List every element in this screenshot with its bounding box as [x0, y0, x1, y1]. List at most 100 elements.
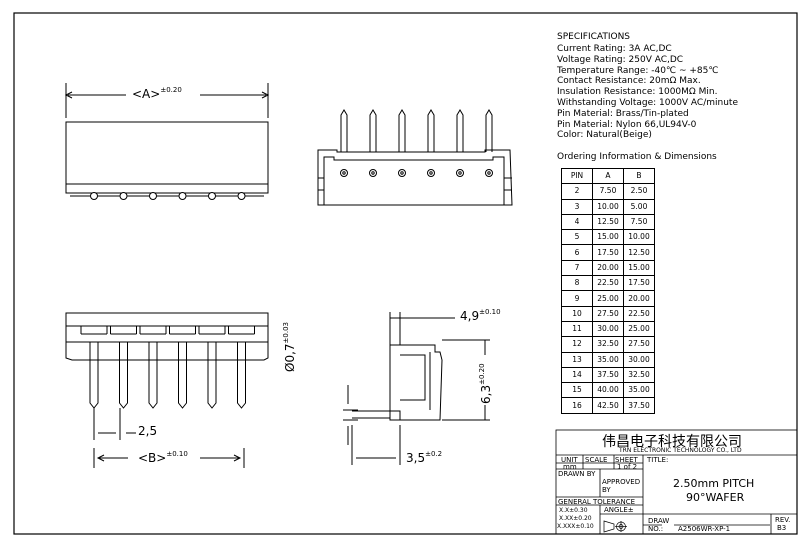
cell-pin: 8: [561, 275, 593, 292]
pin-leg: [207, 342, 217, 409]
dim-height-tol: ±0.20: [478, 363, 486, 385]
pin-tip: [485, 109, 493, 152]
draw-label: DRAW: [648, 517, 670, 525]
pin-hole: [90, 192, 98, 200]
cell-b: 25.00: [623, 320, 655, 338]
spec-line: Color: Natural(Beige): [557, 130, 652, 141]
drawing-title-line-1: 2.50mm PITCH: [673, 477, 755, 490]
cell-a: 30.00: [592, 320, 624, 338]
pin-leg: [178, 342, 187, 409]
cell-pin: 4: [561, 213, 593, 231]
pin-leg: [119, 342, 128, 409]
dim-diameter: Ø0,7±0.03: [282, 322, 297, 372]
spec-line: Pin Material: Nylon 66,UL94V-0: [557, 119, 697, 130]
pin-leg: [237, 342, 246, 409]
dim-a-tol: ±0.20: [160, 86, 182, 94]
dim-diameter-tol: ±0.03: [282, 322, 290, 344]
company-name-cn: 伟昌电子科技有限公司: [602, 434, 742, 450]
dim-depth-tol: ±0.10: [479, 308, 501, 316]
spec-line: Current Rating: 3A AC,DC: [557, 44, 672, 54]
pin-hole: [208, 192, 216, 200]
title-label: TITLE:: [647, 456, 669, 464]
approved-label: APPROVED: [602, 478, 641, 486]
header-pin: PIN: [561, 167, 593, 185]
cell-pin: 9: [561, 290, 593, 307]
cell-b: 5.00: [623, 198, 655, 215]
unit-value: mm: [563, 463, 577, 471]
cell-pin: 10: [561, 305, 593, 322]
cell-a: 32.50: [592, 336, 624, 353]
cell-pin: 7: [561, 259, 593, 277]
pin-hole: [178, 192, 187, 200]
ordering-title: Ordering Information & Dimensions: [557, 152, 717, 162]
cell-b: 10.00: [623, 229, 655, 246]
spec-line: Insulation Resistance: 1000MΩ Min.: [557, 87, 718, 98]
rev-value: B3: [777, 524, 787, 532]
pin-leg: [148, 342, 158, 409]
pin-contact: [427, 169, 435, 177]
cell-a: 7.50: [592, 183, 624, 200]
drawn-by-label: DRAWN BY: [558, 470, 596, 478]
spec-line: Voltage Rating: 250V AC,DC: [557, 54, 684, 65]
cell-b: 17.50: [623, 275, 655, 292]
cell-pin: 15: [561, 382, 593, 399]
cell-b: 37.50: [623, 397, 655, 414]
pin-contact: [340, 169, 348, 177]
cell-a: 42.50: [592, 397, 624, 414]
approved-by-label: BY: [602, 486, 611, 494]
pin-contact-center: [429, 171, 433, 175]
company-name-en: TRN ELECTRONIC TECHNOLOGY CO., LTD: [619, 447, 742, 454]
pin-hole: [149, 192, 157, 200]
title-block: [555, 429, 798, 535]
pin-tip: [456, 109, 464, 152]
cell-b: 2.50: [623, 183, 655, 200]
cell-pin: 13: [561, 351, 593, 368]
spec-line: Pin Material: Brass/Tin-plated: [557, 108, 689, 119]
cell-a: 25.00: [592, 290, 624, 307]
dim-a: <A>±0.20: [132, 86, 182, 101]
cell-a: 35.00: [592, 351, 624, 368]
cell-b: 30.00: [623, 351, 655, 368]
top-view: [317, 109, 513, 206]
cell-b: 20.00: [623, 290, 655, 307]
cell-b: 15.00: [623, 259, 655, 277]
cell-pin: 3: [561, 198, 593, 215]
dim-b-label: <B>: [138, 451, 167, 465]
cell-a: 40.00: [592, 382, 624, 399]
cell-a: 10.00: [592, 198, 624, 215]
cell-pin: 16: [561, 397, 593, 414]
side-view: [65, 312, 269, 468]
cell-b: 22.50: [623, 305, 655, 322]
pin-contact: [369, 169, 377, 177]
drawing-title-line-2: 90°WAFER: [686, 491, 745, 504]
cell-b: 27.50: [623, 336, 655, 353]
cell-a: 37.50: [592, 366, 624, 384]
pin-contact: [456, 169, 464, 177]
cell-a: 27.50: [592, 305, 624, 322]
spec-line: Contact Resistance: 20mΩ Max.: [557, 76, 701, 87]
spec-line: Withstanding Voltage: 1000V AC/minute: [557, 98, 738, 108]
dim-diameter-value: Ø0,7: [283, 343, 297, 372]
cell-a: 20.00: [592, 259, 624, 277]
header-a: A: [592, 167, 624, 185]
cell-pin: 5: [561, 229, 593, 246]
cell-b: 12.50: [623, 244, 655, 261]
cell-a: 22.50: [592, 275, 624, 292]
pin-tip: [369, 109, 377, 152]
sheet-value: 1 of 2: [617, 463, 638, 471]
tolerance-1: X.X±0.30: [559, 507, 588, 514]
dim-pitch: 2,5: [138, 424, 158, 438]
dim-b-tol: ±0.10: [166, 450, 188, 458]
pin-hole: [237, 192, 246, 200]
dim-height: 6,3±0.20: [478, 363, 493, 404]
